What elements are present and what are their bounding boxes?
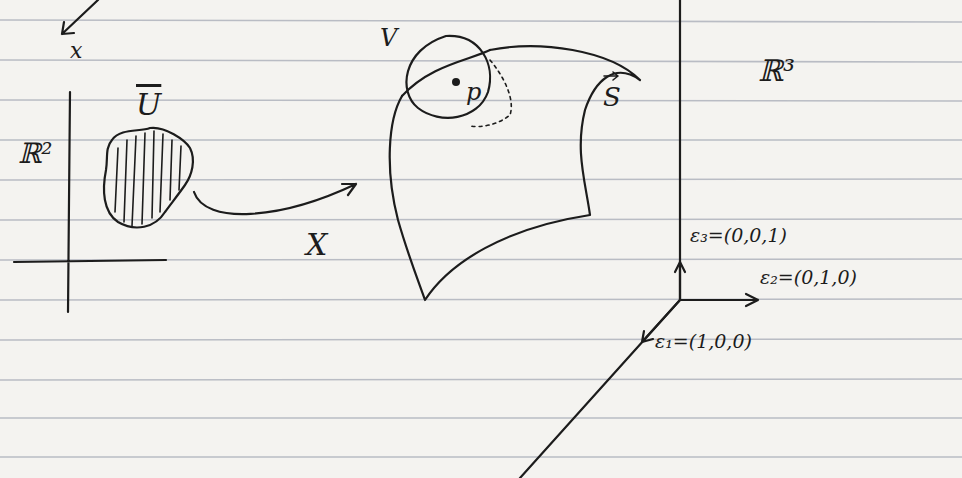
e3-arrow xyxy=(675,262,685,300)
map-arrow xyxy=(194,184,356,214)
vector-mark xyxy=(604,72,618,80)
point-label: p xyxy=(466,80,481,104)
basis-vector-label: ε₃=(0,0,1) xyxy=(690,226,787,245)
basis-vector-label: ε₁=(1,0,0) xyxy=(655,332,752,351)
neighbourhood-label: V xyxy=(380,26,397,50)
axis-label: x xyxy=(70,40,82,62)
region-blob xyxy=(104,128,193,228)
surface-outline xyxy=(390,46,640,300)
map-label: X xyxy=(306,230,327,260)
axis-arrow xyxy=(62,0,98,34)
ruled-lines xyxy=(0,20,962,457)
point-dot xyxy=(452,78,460,86)
region-label: U xyxy=(136,90,161,120)
space-label: ℝ² xyxy=(18,140,53,168)
hatching xyxy=(115,131,181,226)
space-label: ℝ³ xyxy=(758,56,795,86)
neighbourhood-circle xyxy=(406,36,490,118)
basis-vector-label: ε₂=(0,1,0) xyxy=(760,268,857,287)
surface-label: S xyxy=(603,84,621,110)
